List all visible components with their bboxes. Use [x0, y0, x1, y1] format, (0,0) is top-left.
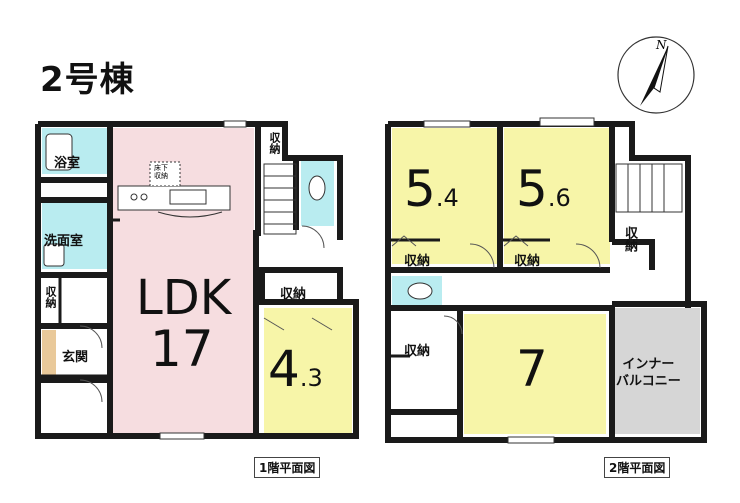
storage-c-label: 収納: [622, 226, 637, 252]
underfloor-label: 床下 収納: [154, 164, 168, 180]
entrance-label: 玄関: [62, 350, 89, 365]
washroom-label: 洗面室: [44, 234, 84, 249]
room-56: 5.6: [516, 160, 571, 218]
storage-d-label: 収納: [404, 344, 431, 359]
ldk-name: LDK: [136, 270, 232, 326]
room-43: 4.3: [268, 340, 323, 398]
entrance-fill: [42, 330, 56, 376]
stairs-floor1: [263, 163, 297, 235]
room-54: 5.4: [404, 160, 459, 218]
storage-top-label: 収納: [268, 132, 281, 154]
ldk-fill-upper: [113, 128, 254, 228]
balcony-label: インナー バルコニー: [616, 357, 681, 389]
storage-b-label: 収納: [514, 254, 541, 269]
room43-fill: [264, 308, 352, 434]
ldk-size: 17: [150, 320, 214, 378]
compass-needle: [640, 46, 668, 106]
toilet2-icon: [407, 282, 433, 300]
room7-fill: [464, 314, 606, 434]
balcony-fill: [612, 308, 700, 434]
storage-left-label: 収納: [44, 286, 57, 308]
floor2-label: 2階平面図: [604, 457, 671, 478]
room-7: 7: [516, 340, 548, 398]
ldk-fill-lower: [113, 220, 254, 434]
compass-north-label: N: [656, 38, 667, 52]
stairs-floor2: [615, 163, 683, 213]
compass-circle: [617, 36, 695, 114]
storage-mid-label: 収納: [280, 287, 307, 302]
bath-label: 浴室: [54, 156, 81, 171]
underfloor-storage: [149, 161, 181, 187]
floor1-label: 1階平面図: [254, 457, 321, 478]
toilet1-icon: [308, 175, 326, 201]
building-title: 2号棟: [40, 60, 135, 100]
storage-a-label: 収納: [404, 254, 431, 269]
